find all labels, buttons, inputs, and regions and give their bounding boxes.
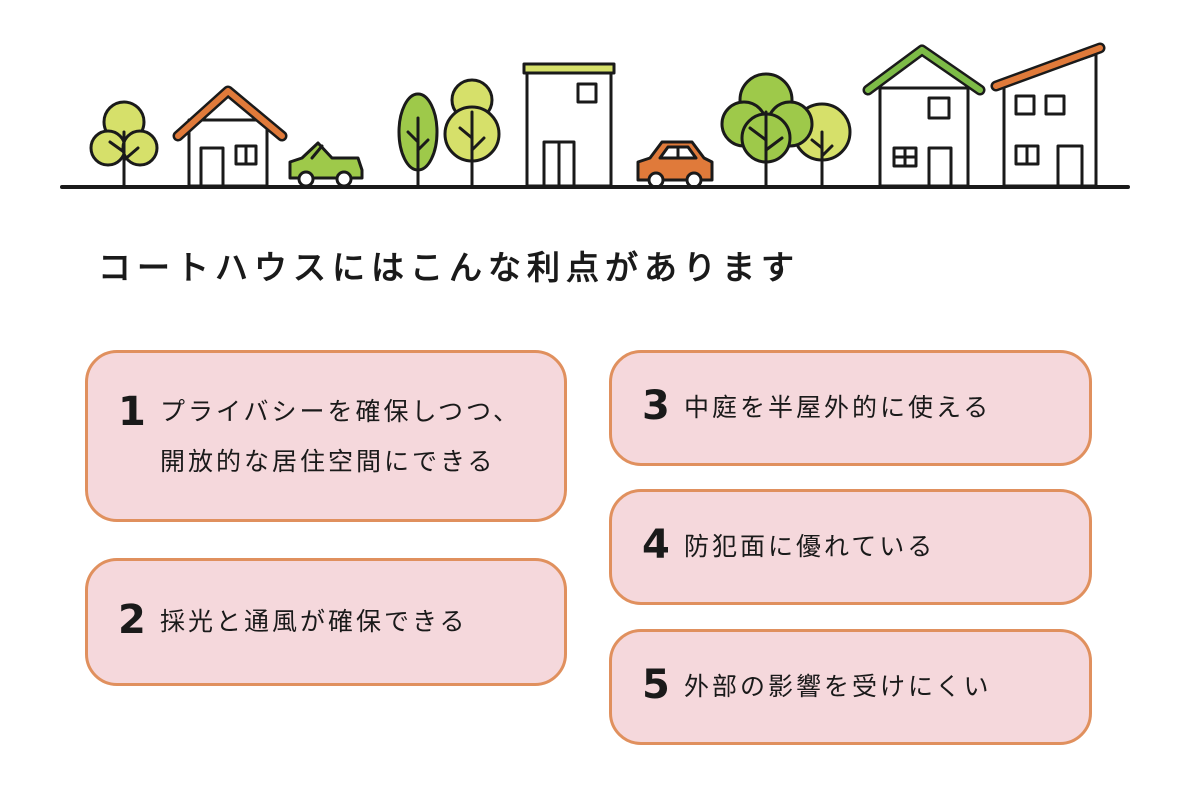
- benefit-text-line: 中庭を半屋外的に使える: [684, 393, 992, 422]
- benefit-text-line: 防犯面に優れている: [684, 532, 936, 561]
- benefit-text: 防犯面に優れている: [684, 522, 935, 572]
- tree-icon: [89, 100, 159, 188]
- benefit-number: 3: [642, 383, 670, 429]
- benefit-text-line: プライバシーを確保しつつ、: [160, 397, 522, 426]
- benefit-text-line: 外部の影響を受けにくい: [684, 672, 992, 701]
- benefit-text: 採光と通風が確保できる: [160, 597, 468, 647]
- benefit-card-2: 2 採光と通風が確保できる: [85, 558, 567, 686]
- car-icon: [288, 141, 364, 188]
- benefit-card-5: 5 外部の影響を受けにくい: [609, 629, 1092, 745]
- benefit-card-4: 4 防犯面に優れている: [609, 489, 1092, 605]
- tree-icon: [397, 92, 439, 188]
- tree-icon: [720, 72, 852, 188]
- benefit-text-line: 開放的な居住空間にできる: [160, 447, 496, 476]
- house-icon: [862, 44, 986, 188]
- benefit-number: 1: [118, 389, 146, 435]
- benefit-number: 5: [642, 662, 670, 708]
- benefit-card-1: 1 プライバシーを確保しつつ、 開放的な居住空間にできる: [85, 350, 567, 522]
- benefit-text: プライバシーを確保しつつ、 開放的な居住空間にできる: [160, 387, 521, 487]
- benefit-number: 2: [118, 597, 146, 643]
- house-icon: [172, 85, 288, 188]
- benefit-text: 中庭を半屋外的に使える: [684, 383, 991, 433]
- car-icon: [636, 140, 714, 189]
- tree-icon: [443, 78, 501, 188]
- benefit-text-line: 採光と通風が確保できる: [160, 607, 468, 636]
- benefit-card-3: 3 中庭を半屋外的に使える: [609, 350, 1092, 466]
- town-illustration: [60, 42, 1130, 189]
- building-icon: [522, 62, 616, 188]
- page-title: コートハウスにはこんな利点があります: [98, 248, 800, 287]
- house-icon: [990, 42, 1106, 188]
- benefit-number: 4: [642, 522, 670, 568]
- benefit-text: 外部の影響を受けにくい: [684, 662, 992, 712]
